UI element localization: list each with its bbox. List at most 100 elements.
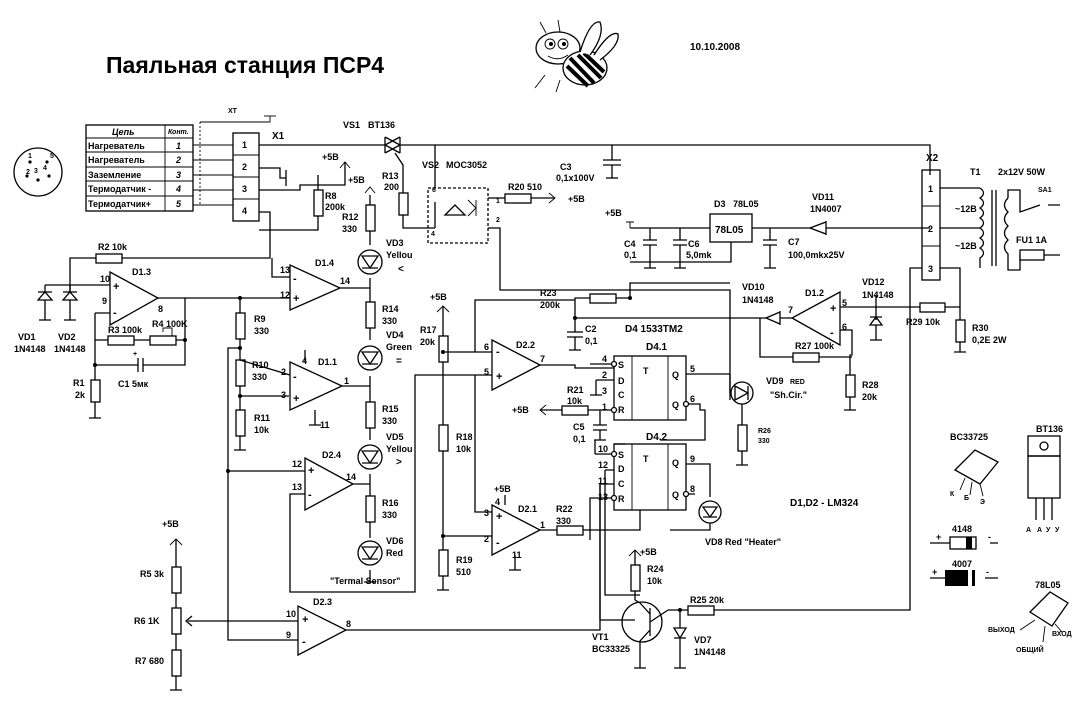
svg-text:VD2: VD2 [58,332,76,342]
svg-text:330: 330 [556,516,571,526]
svg-text:330: 330 [382,510,397,520]
svg-text:4007: 4007 [952,559,972,569]
svg-text:C6: C6 [688,239,700,249]
svg-text:12: 12 [292,459,302,469]
svg-text:R5 3k: R5 3k [140,569,165,579]
svg-text:Б: Б [964,495,969,502]
x1-label: X1 [272,131,285,142]
svg-text:R18: R18 [456,432,473,442]
svg-text:11: 11 [598,476,608,486]
svg-text:VD1: VD1 [18,332,36,342]
svg-text:R23: R23 [540,288,557,298]
svg-text:VD9: VD9 [766,376,784,386]
svg-text:R30: R30 [972,323,989,333]
svg-text:2: 2 [496,217,500,224]
svg-text:R27 100k: R27 100k [795,341,835,351]
svg-text:0,1: 0,1 [624,250,637,260]
pinout-bt136: BT136 А А У У [1026,424,1063,534]
svg-text:10k: 10k [567,396,583,406]
svg-text:78L05: 78L05 [715,225,744,236]
svg-text:9: 9 [286,630,291,640]
svg-text:1: 1 [344,376,349,386]
transformer-t1: T1 2x12V 50W ~12B ~12B SA1 FU1 1A [955,167,1060,271]
svg-text:Q: Q [672,370,679,380]
svg-text:+: + [293,393,299,405]
svg-text:8: 8 [158,304,163,314]
svg-text:-: - [988,532,991,542]
svg-text:1N4007: 1N4007 [810,204,842,214]
svg-text:+: + [830,303,836,315]
svg-text:VD7: VD7 [694,635,712,645]
svg-text:VD3: VD3 [386,238,404,248]
svg-text:2x12V 50W: 2x12V 50W [998,167,1046,177]
svg-text:-: - [986,567,989,577]
svg-text:0,1: 0,1 [585,336,598,346]
resistor-r8 [313,189,324,217]
svg-text:VD4: VD4 [386,330,404,340]
svg-text:R16: R16 [382,498,399,508]
svg-text:0,2E 2W: 0,2E 2W [972,335,1007,345]
svg-text:3: 3 [602,386,607,396]
svg-text:R17: R17 [420,325,437,335]
svg-text:T1: T1 [970,167,981,177]
svg-text:510: 510 [456,567,471,577]
svg-text:4: 4 [431,231,435,238]
svg-text:4: 4 [495,497,500,507]
svg-text:+: + [496,511,502,523]
svg-text:D: D [618,376,625,386]
svg-text:VD12: VD12 [862,277,885,287]
svg-text:13: 13 [292,482,302,492]
svg-text:330: 330 [382,316,397,326]
svg-text:1: 1 [496,198,500,205]
svg-text:Q: Q [672,400,679,410]
svg-text:R12: R12 [342,212,359,222]
resistor-r2 [95,253,123,264]
svg-text:4148: 4148 [952,524,972,534]
svg-text:11: 11 [512,550,522,560]
svg-text:330: 330 [254,326,269,336]
resistor-r10 [235,359,246,387]
svg-text:12: 12 [598,460,608,470]
c3-value: 0,1x100V [556,173,595,183]
svg-text:R11: R11 [254,413,270,423]
svg-text:Green: Green [386,342,412,352]
pinout-bc33725: BC33725 К Б Э [950,432,1000,506]
svg-text:2: 2 [928,224,933,234]
svg-text:VT1: VT1 [592,632,609,642]
svg-text:А: А [1037,527,1042,534]
svg-text:D1.1: D1.1 [318,357,337,367]
svg-text:D2.3: D2.3 [313,597,332,607]
r8-value: 200k [325,202,346,212]
resistor-r12 [365,204,376,232]
svg-text:330: 330 [758,438,770,445]
svg-text:6: 6 [484,342,489,352]
resistor-r11 [235,409,246,437]
din-pin-2: 2 [26,169,30,176]
svg-text:2: 2 [602,370,607,380]
opamp-d2-1: D2.1 321 411 +- [484,497,545,560]
date-label: 10.10.2008 [690,42,740,53]
plus5-r24: +5B [640,547,657,557]
r8-label: R8 [325,191,337,201]
table-header-circuit: Цепь [112,127,134,137]
resistor-r17 [438,335,449,363]
table-cell: 4 [175,184,181,194]
svg-text:-: - [302,636,306,648]
svg-text:8: 8 [690,484,695,494]
svg-text:R28: R28 [862,380,879,390]
table-cell: Нагреватель [88,141,145,151]
resistor-r15 [365,401,376,429]
svg-text:10: 10 [286,609,296,619]
svg-text:1N4148: 1N4148 [742,295,774,305]
svg-text:4: 4 [242,206,247,216]
svg-text:D2.1: D2.1 [518,504,537,514]
resistor-r16 [365,495,376,523]
svg-text:У: У [1055,527,1060,534]
svg-text:14: 14 [340,276,350,286]
svg-text:10: 10 [100,274,110,284]
diode-4007-pinout: 4007 +- [930,559,998,586]
svg-text:D4.2: D4.2 [646,432,668,443]
resistor-r21 [561,405,589,416]
